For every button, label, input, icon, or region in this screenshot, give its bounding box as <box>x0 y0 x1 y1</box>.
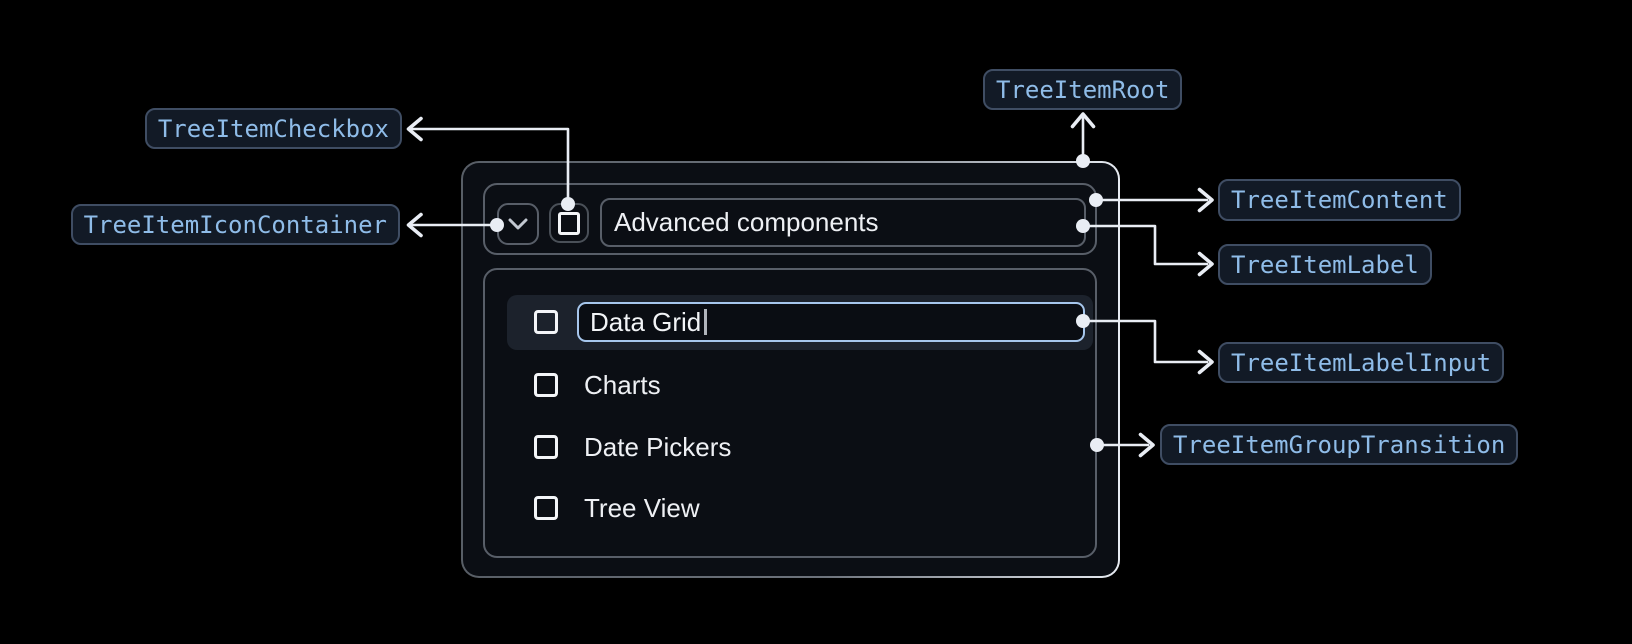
checkbox-unchecked-icon[interactable] <box>534 373 558 397</box>
tree-item-label[interactable]: Tree View <box>584 493 700 523</box>
annotation-tree-item-group-transition: TreeItemGroupTransition <box>1160 424 1519 465</box>
annotation-tree-item-label: TreeItemLabel <box>1218 244 1432 285</box>
tree-item-group-transition <box>483 268 1097 558</box>
annotation-tree-item-icon-container: TreeItemIconContainer <box>70 204 400 245</box>
chevron-down-icon <box>508 218 528 230</box>
tree-item-label: Advanced components <box>600 198 1086 247</box>
tree-item-checkbox[interactable] <box>549 203 589 243</box>
checkbox-unchecked-icon[interactable] <box>534 310 558 334</box>
annotation-tree-item-checkbox: TreeItemCheckbox <box>144 108 402 149</box>
tree-item-label-input[interactable]: Data Grid <box>577 302 1085 342</box>
tree-item-label-text: Advanced components <box>614 207 879 237</box>
checkbox-unchecked-icon <box>558 211 580 235</box>
text-cursor <box>704 309 708 335</box>
connector-treeitemroot <box>1070 112 1096 168</box>
label-input-value: Data Grid <box>590 306 702 337</box>
annotation-tree-item-label-input: TreeItemLabelInput <box>1218 342 1505 383</box>
tree-item-label[interactable]: Date Pickers <box>584 432 732 462</box>
annotation-tree-item-content: TreeItemContent <box>1218 179 1461 221</box>
checkbox-unchecked-icon[interactable] <box>534 435 558 459</box>
tree-item-label[interactable]: Charts <box>584 370 661 400</box>
tree-item-content[interactable] <box>483 183 1097 255</box>
annotation-tree-item-root: TreeItemRoot <box>983 69 1183 110</box>
checkbox-unchecked-icon[interactable] <box>534 496 558 520</box>
tree-item-icon-container[interactable] <box>497 203 539 245</box>
